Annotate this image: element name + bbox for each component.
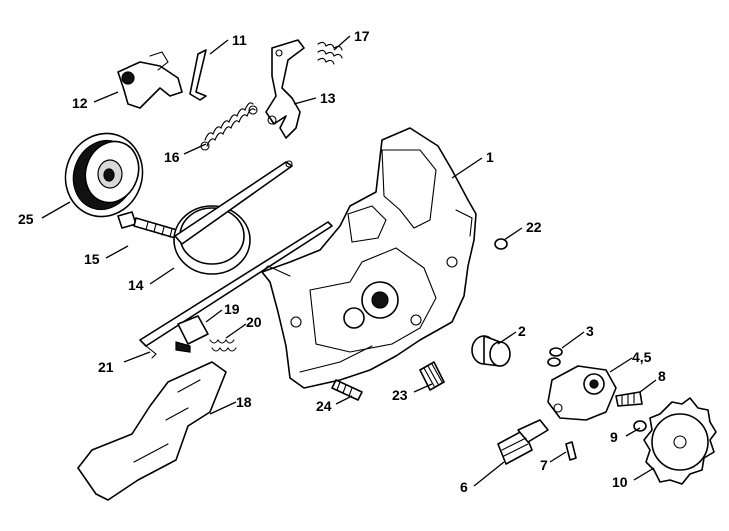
callout-3: 3 (586, 323, 594, 339)
callout-21: 21 (98, 359, 114, 375)
part-22-o-ring (494, 238, 508, 250)
part-16-spring (200, 102, 258, 151)
callout-25: 25 (18, 211, 34, 227)
part-14-brake-band (173, 160, 293, 275)
callout-1: 1 (486, 149, 494, 165)
callout-23: 23 (392, 387, 408, 403)
callout-12: 12 (72, 95, 88, 111)
callout-22: 22 (526, 219, 542, 235)
callout-24: 24 (316, 398, 332, 414)
part-12-lever (117, 51, 183, 109)
part-23-screen (419, 361, 445, 391)
callout-8: 8 (658, 368, 666, 384)
part-25-clutch-drum (64, 132, 144, 218)
part-11-pin (189, 49, 207, 101)
part-10-worm-gear (643, 397, 717, 485)
part-9-washer (633, 420, 647, 432)
callout-6: 6 (460, 479, 468, 495)
callout-17: 17 (354, 28, 370, 44)
part-1-crankcase (261, 127, 477, 389)
part-13-linkage (265, 39, 305, 139)
part-6-worm-shaft (497, 419, 549, 465)
callout-11: 11 (232, 32, 247, 48)
part-4-5-oil-pump (547, 365, 617, 421)
part-21-rod (139, 221, 333, 359)
part-17-spring (317, 41, 343, 65)
callout-20: 20 (246, 314, 262, 330)
callout-7: 7 (540, 457, 548, 473)
callout-4-5: 4,5 (632, 349, 652, 365)
callout-9: 9 (610, 429, 618, 445)
part-20-spring (209, 339, 237, 352)
part-3-o-rings (547, 347, 563, 367)
part-8-screw (615, 391, 643, 407)
part-7-pin (565, 441, 577, 461)
callout-13: 13 (320, 90, 336, 106)
callout-2: 2 (518, 323, 526, 339)
part-2-bearing (471, 335, 511, 367)
leader-lines (41, 35, 657, 487)
part-24-plunger (331, 379, 363, 401)
callout-19: 19 (224, 301, 240, 317)
callout-15: 15 (84, 251, 100, 267)
part-18-handguard (77, 361, 227, 501)
callout-14: 14 (128, 277, 144, 293)
callout-18: 18 (236, 394, 252, 410)
callout-16: 16 (164, 149, 180, 165)
callout-labels: 11 12 17 13 16 1 25 22 15 14 19 20 2 3 4… (18, 28, 666, 495)
callout-10: 10 (612, 474, 628, 490)
part-19-bushing (175, 315, 209, 353)
